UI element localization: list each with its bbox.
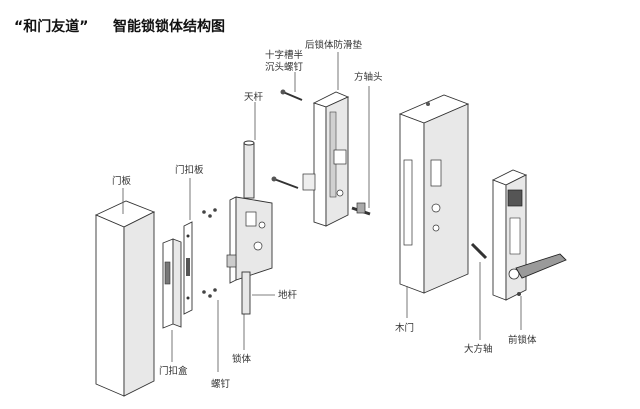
- strike-plate-label: 门扣板: [175, 164, 204, 176]
- strike-plate: [183, 221, 193, 315]
- cross-screw-label-1: 十字槽半: [265, 49, 303, 61]
- top-rod: [243, 140, 255, 199]
- front-lock-body-label: 前锁体: [508, 334, 537, 346]
- cross-screw-label-2: 沉头螺钉: [265, 61, 304, 73]
- lock-body-label: 锁体: [232, 353, 252, 365]
- wooden-door-label: 木门: [395, 322, 414, 334]
- square-shaft-head-label: 方轴头: [354, 71, 383, 83]
- diagram-title: 智能锁锁体结构图: [112, 18, 225, 35]
- lock-body: [226, 196, 273, 284]
- strike-box: [162, 238, 182, 329]
- strike-box-label: 门扣盒: [159, 365, 188, 377]
- wooden-door: [398, 94, 470, 294]
- door-panel-label: 门板: [112, 175, 132, 187]
- screw-group: [202, 208, 217, 298]
- bottom-rod-label: 地杆: [278, 289, 298, 301]
- brand-title: “和门友道”: [14, 18, 88, 35]
- square-shaft-head: [351, 202, 371, 216]
- top-rod-label: 天杆: [244, 91, 264, 103]
- cross-head-screws: [271, 89, 303, 189]
- front-lock-body: [491, 169, 567, 301]
- big-square-shaft: [470, 242, 488, 260]
- rear-pad-label: 后锁体防滑垫: [305, 39, 363, 51]
- screws-label: 螺钉: [211, 379, 231, 390]
- rear-lock-body: [302, 91, 350, 227]
- door-panel: [94, 200, 156, 397]
- bottom-rod: [241, 271, 251, 315]
- big-square-shaft-label: 大方轴: [464, 343, 493, 355]
